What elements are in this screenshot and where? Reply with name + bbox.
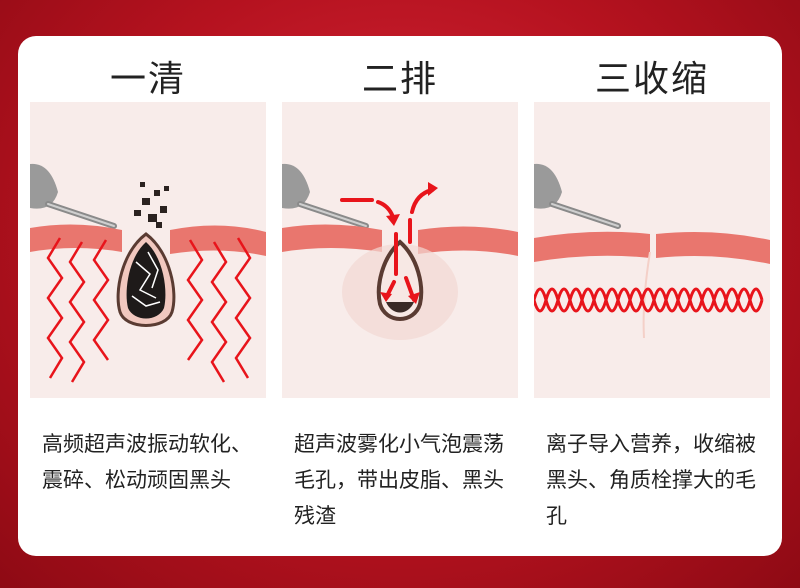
step-caption: 高频超声波振动软化、震碎、松动顽固黑头 [42,432,252,492]
step-panel-clean: 一清 [30,36,266,556]
debris-particle [142,198,150,205]
step-panel-shrink: 三收缩 离子导入营养，收缩被黑头、角质栓撑大的毛孔 [534,36,770,556]
step-title: 一清 [109,59,186,100]
content-card: 一清 [18,36,782,556]
step-panel-discharge: 二排 [282,36,518,556]
probe-icon [282,163,310,209]
ion-wave-icon [534,287,764,313]
probe-icon [30,163,58,209]
shrink-illustration [534,102,770,398]
vibration-wave-icon [46,237,252,383]
step-title: 二排 [361,59,438,100]
clean-illustration [30,102,266,398]
step-caption: 离子导入营养，收缩被黑头、角质栓撑大的毛孔 [546,432,756,528]
probe-icon [534,163,562,209]
step-caption: 超声波雾化小气泡震荡毛孔，带出皮脂、黑头残渣 [294,432,504,528]
step-title: 三收缩 [594,59,709,100]
discharge-illustration [282,102,518,398]
